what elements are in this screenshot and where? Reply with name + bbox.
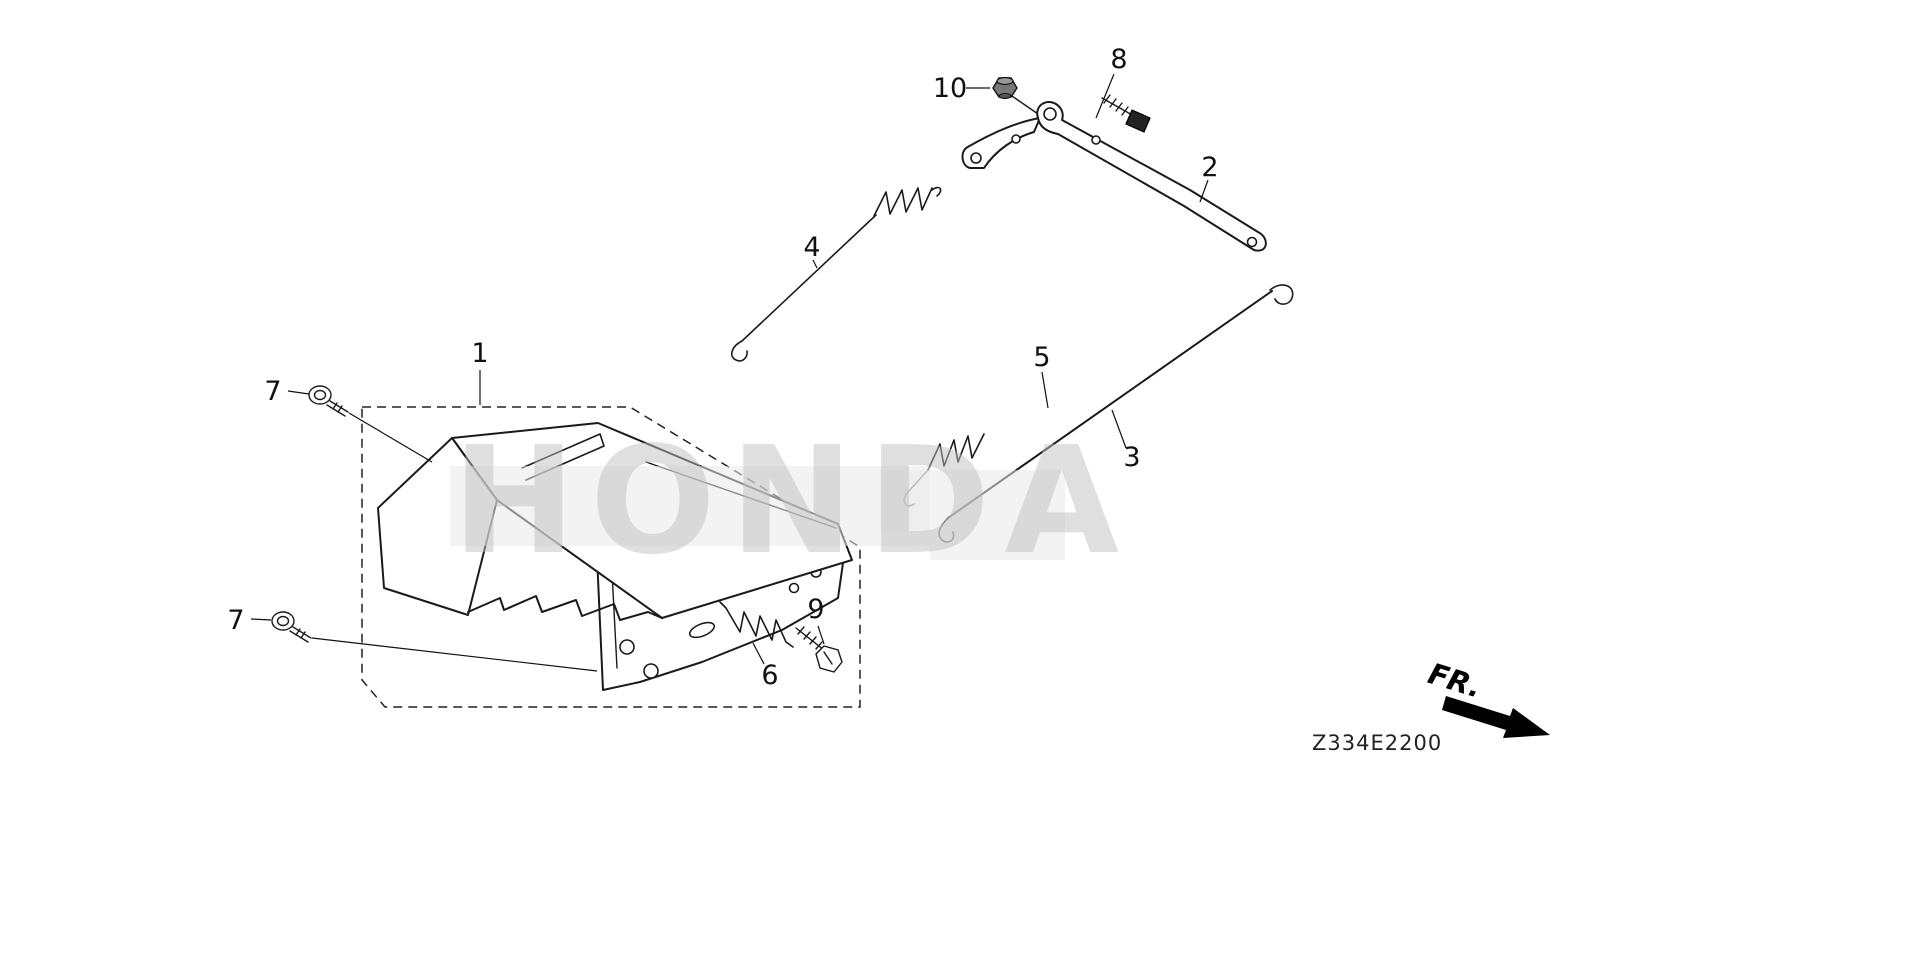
callout-3: 3 [1123,442,1140,473]
spring-wire [741,214,877,342]
leader-7-lower-long [311,637,598,672]
callout-10: 10 [933,73,967,104]
callout-2: 2 [1201,152,1218,183]
bracket-slot [688,621,716,639]
leader-lines [250,73,1209,672]
lever-arm [1036,100,1267,252]
leader-5 [1041,371,1049,409]
bolt-threads [797,626,823,650]
callout-7-upper: 7 [264,376,281,407]
part-7-bolt-lower [271,611,312,643]
callout-4: 4 [803,232,820,263]
part-7-bolt-upper [308,385,349,417]
screw-shaft [1101,97,1135,117]
spring-wire-hook [730,340,748,362]
callout-6: 6 [761,660,778,691]
lever-bracket [961,117,1041,169]
diagram-code: Z334E2200 [1312,731,1442,755]
bracket-hole [970,152,982,164]
leader-7-upper [287,390,310,395]
watermark-band [930,532,1065,560]
callout-labels: 1 2 3 4 5 6 7 7 8 9 10 [227,44,1218,691]
bracket-hole [788,582,800,594]
part-10-nut [992,76,1018,99]
part-9-bolt [795,626,843,673]
spring-end-hook [931,186,942,197]
lid-step-line [521,433,605,481]
nut-top [996,76,1014,86]
bracket-hole [619,639,635,655]
fr-arrow-icon [1442,696,1550,738]
watermark-text: HONDA [452,415,1133,587]
fr-label: FR. [1424,656,1485,704]
stud-line [1011,95,1039,115]
bracket-hole [643,663,659,679]
spring-coil [927,433,985,471]
part-8-screw [1101,94,1151,133]
bracket-hole [1011,134,1021,144]
nut-collar [998,93,1012,99]
watermark: HONDA [450,415,1133,587]
leader-3 [1111,409,1127,449]
leader-4 [812,259,818,269]
watermark-band [450,466,930,546]
part-4-spring-wire [730,186,942,362]
leader-7-upper-long [348,412,433,463]
screw-head [1125,109,1151,133]
spring-coil [873,187,933,217]
bolt-head-facet [823,651,833,665]
leader-2 [1199,179,1209,203]
spring-coil [719,601,794,648]
part-6-spring [719,601,794,648]
part-1-dashed-boundary [361,406,861,708]
leader-9 [817,625,825,645]
leader-6 [752,642,765,665]
lever-hole [1091,135,1101,145]
callout-9: 9 [807,594,824,625]
callout-8: 8 [1110,44,1127,75]
callout-5: 5 [1033,342,1050,373]
lever-hole [1043,107,1057,121]
part-2-lever-assembly [961,95,1267,252]
leader-8 [1095,73,1115,119]
callout-1: 1 [471,338,488,369]
leader-7-lower [250,618,272,621]
screw-threads [1103,94,1129,116]
fr-direction-marker: FR. [1424,656,1550,738]
watermark-band [880,470,1065,532]
lever-hole [1246,236,1258,248]
mounting-bracket-flange-line [611,571,618,669]
cover-skirt-edge [467,595,663,621]
callout-7-lower: 7 [227,605,244,636]
rod-top-hook [1269,284,1294,305]
